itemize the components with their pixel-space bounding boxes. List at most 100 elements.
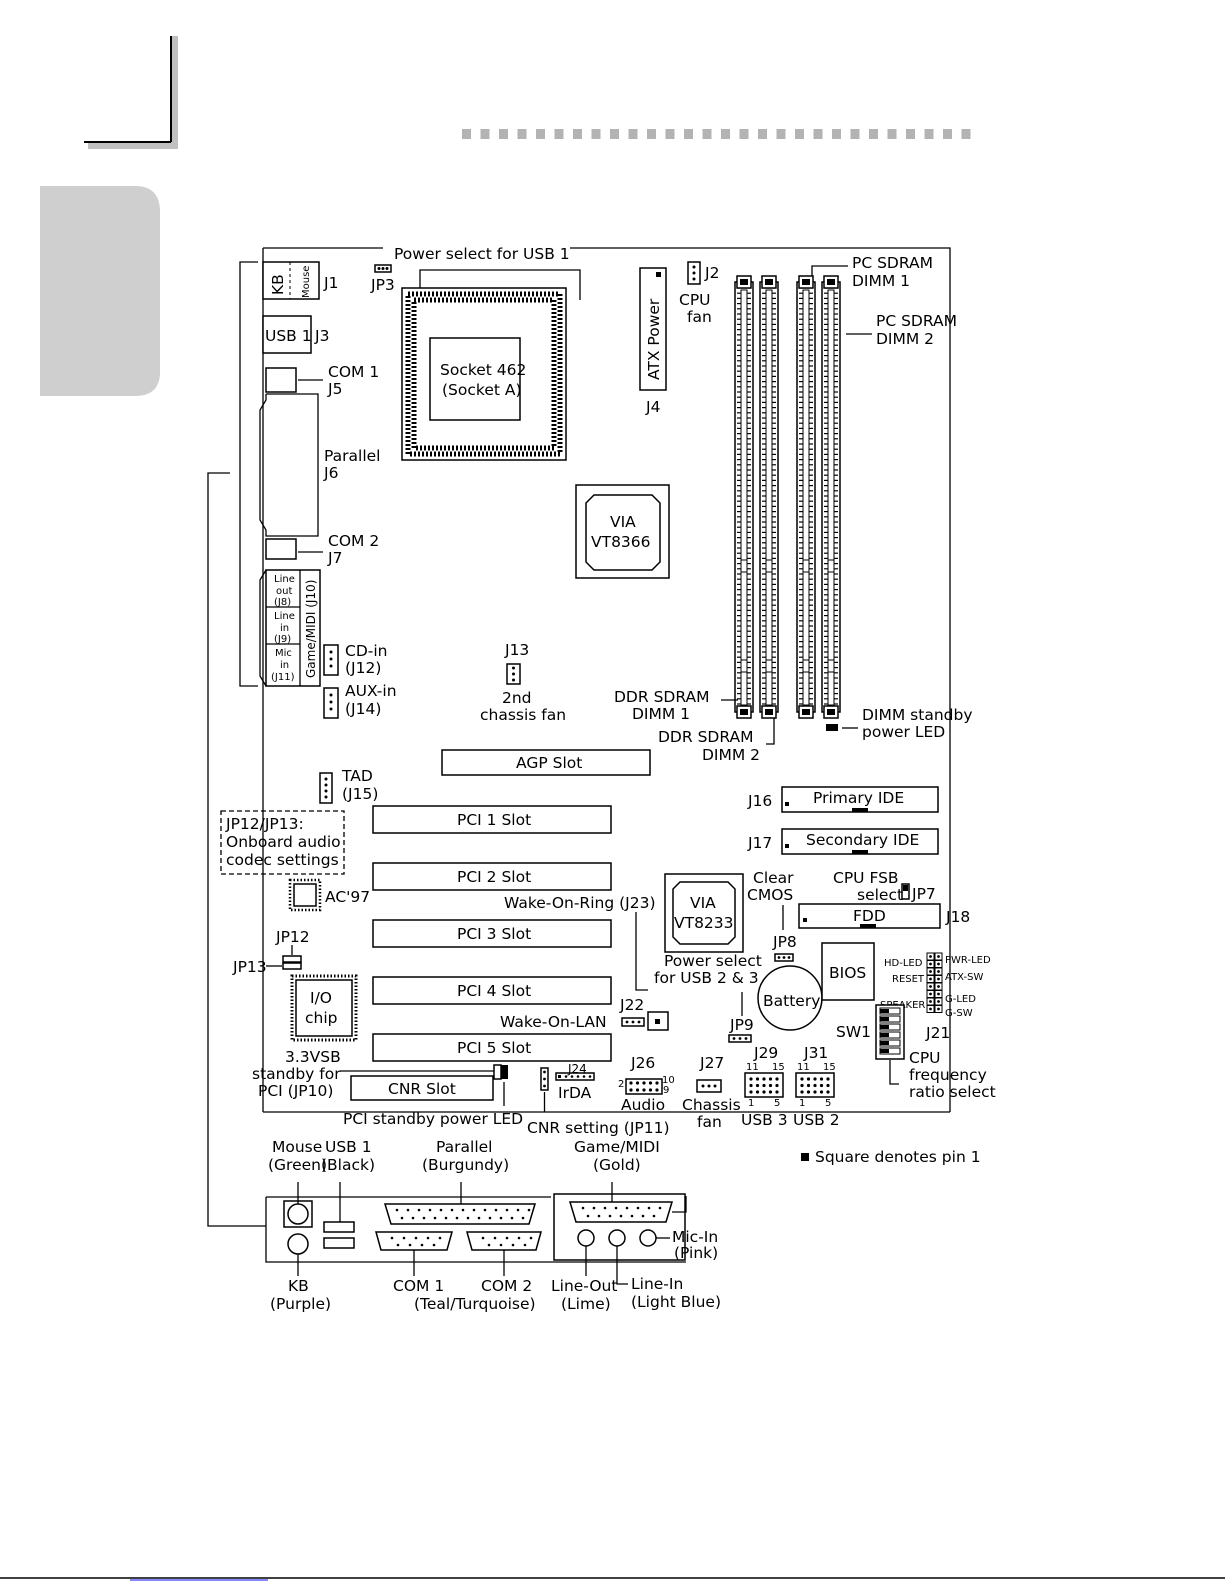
svg-text:for USB 2 & 3: for USB 2 & 3 <box>654 969 759 987</box>
bios-chip: BIOS <box>821 942 875 1001</box>
wake-on-lan-j22: J22 Wake-On-LAN <box>500 996 669 1031</box>
parallel-label: Parallel <box>324 447 380 465</box>
pc-sdram-dimm2-label: PC SDRAM DIMM 2 <box>846 312 957 348</box>
com2-label: COM 2 <box>328 532 379 550</box>
svg-text:Wake-On-LAN: Wake-On-LAN <box>500 1013 607 1031</box>
line-out-label-3: (J8) <box>274 597 291 608</box>
pci-standby-led-label: PCI standby power LED <box>343 1110 523 1128</box>
header-dot <box>702 129 712 139</box>
svg-text:PC SDRAM: PC SDRAM <box>852 254 933 272</box>
header-dot <box>906 129 915 139</box>
header-dot <box>869 129 878 139</box>
jp3-label: JP3 <box>370 276 395 294</box>
svg-text:Parallel: Parallel <box>436 1138 492 1156</box>
cpu-fan-label-2: fan <box>687 308 712 326</box>
jp12-jp13-note: JP12/JP13: Onboard audio codec settings <box>220 810 345 875</box>
header-dot <box>628 129 638 139</box>
svg-text:COM 2: COM 2 <box>481 1277 532 1295</box>
socket-a-label: (Socket A) <box>442 381 522 399</box>
svg-text:5: 5 <box>774 1098 780 1109</box>
page-corner-mark <box>84 36 178 149</box>
svg-text:Secondary IDE: Secondary IDE <box>806 831 919 849</box>
svg-text:5: 5 <box>825 1098 831 1109</box>
agp-slot: AGP Slot <box>441 749 651 776</box>
svg-text:select: select <box>857 886 903 904</box>
svg-text:JP7: JP7 <box>911 885 936 903</box>
header-dot <box>961 129 971 139</box>
svg-text:Game/MIDI: Game/MIDI <box>574 1138 660 1156</box>
svg-text:CMOS: CMOS <box>747 886 793 904</box>
pci2-slot: PCI 2 Slot <box>372 862 612 891</box>
header-dot <box>739 129 749 139</box>
j15-label: (J15) <box>342 785 378 803</box>
svg-text:J21: J21 <box>925 1024 950 1042</box>
ddr-sdram-dimm2 <box>759 275 779 719</box>
usb2-header-j31: J31 11 15 1 5 USB 2 <box>793 1044 840 1129</box>
com1-connector-j5: COM 1 J5 <box>265 363 379 398</box>
clear-cmos-jp8: Clear CMOS JP8 <box>747 869 797 962</box>
header-dot <box>943 129 952 139</box>
svg-text:CNR Slot: CNR Slot <box>388 1080 456 1098</box>
parallel-connector-j6: Parallel J6 <box>259 393 380 537</box>
svg-text:FDD: FDD <box>853 907 886 925</box>
cpu-fan-label-1: CPU <box>679 291 711 309</box>
kb-mouse-connector-j1: KB Mouse J1 <box>262 261 338 300</box>
usb1-label: USB 1 <box>265 327 312 345</box>
chassis-fan2-label-1: 2nd <box>502 689 532 707</box>
atx-power-label: ATX Power <box>645 298 663 380</box>
svg-text:power LED: power LED <box>862 723 945 741</box>
line-in-jack <box>608 1229 626 1247</box>
jp9-jumper: JP9 <box>728 992 754 1043</box>
j7-label: J7 <box>327 549 342 567</box>
mouse-label: Mouse <box>301 266 312 298</box>
svg-text:ATX-SW: ATX-SW <box>945 972 983 983</box>
svg-text:COM 1: COM 1 <box>393 1277 444 1295</box>
cd-in-label: CD-in <box>345 642 387 660</box>
aux-in-label: AUX-in <box>345 682 397 700</box>
svg-text:IrDA: IrDA <box>558 1084 592 1102</box>
header-dot <box>554 129 564 139</box>
pci4-slot: PCI 4 Slot <box>372 976 612 1005</box>
header-dot <box>924 129 934 139</box>
pc-sdram-dimm2 <box>821 275 841 719</box>
svg-text:10: 10 <box>662 1075 675 1086</box>
cnr-slot: CNR Slot <box>350 1075 494 1101</box>
svg-text:codec settings: codec settings <box>226 851 339 869</box>
svg-text:frequency: frequency <box>909 1066 987 1084</box>
atx-power-connector-j4: ATX Power J4 <box>639 267 667 416</box>
com2-port <box>466 1231 542 1251</box>
kb-ps2-port <box>287 1233 309 1255</box>
header-dot <box>647 129 656 139</box>
com1-label: COM 1 <box>328 363 379 381</box>
io-back-panel <box>265 1182 687 1285</box>
svg-text:2: 2 <box>618 1079 624 1090</box>
svg-text:DDR SDRAM: DDR SDRAM <box>658 728 753 746</box>
header-dot <box>758 129 767 139</box>
svg-text:PCI 5 Slot: PCI 5 Slot <box>457 1039 531 1057</box>
svg-text:Chassis: Chassis <box>682 1096 741 1114</box>
svg-text:(Light Blue): (Light Blue) <box>631 1293 721 1311</box>
battery: Battery <box>757 965 823 1031</box>
svg-text:15: 15 <box>823 1062 836 1073</box>
svg-text:(Burgundy): (Burgundy) <box>422 1156 509 1174</box>
j13-label: J13 <box>504 641 529 659</box>
header-dot <box>536 129 545 139</box>
svg-text:PCI (JP10): PCI (JP10) <box>258 1082 333 1100</box>
svg-text:(Lime): (Lime) <box>561 1295 611 1313</box>
header-dot-rule <box>462 129 971 139</box>
svg-text:ratio select: ratio select <box>909 1083 996 1101</box>
pc-sdram-dimm1 <box>796 275 816 719</box>
mic-in-jack <box>639 1229 657 1247</box>
game-midi-port <box>568 1201 674 1223</box>
svg-text:Battery: Battery <box>763 992 820 1010</box>
header-dot <box>573 129 582 139</box>
svg-text:DIMM 2: DIMM 2 <box>702 746 760 764</box>
cnr-setting-jp11: CNR setting (JP11) <box>527 1067 670 1137</box>
svg-text:BIOS: BIOS <box>829 964 866 982</box>
j6-label: J6 <box>323 464 338 482</box>
svg-text:Line-Out: Line-Out <box>551 1277 617 1295</box>
jp13-label: JP13 <box>232 958 267 976</box>
svg-text:PCI 3 Slot: PCI 3 Slot <box>457 925 531 943</box>
svg-text:JP8: JP8 <box>772 933 797 951</box>
